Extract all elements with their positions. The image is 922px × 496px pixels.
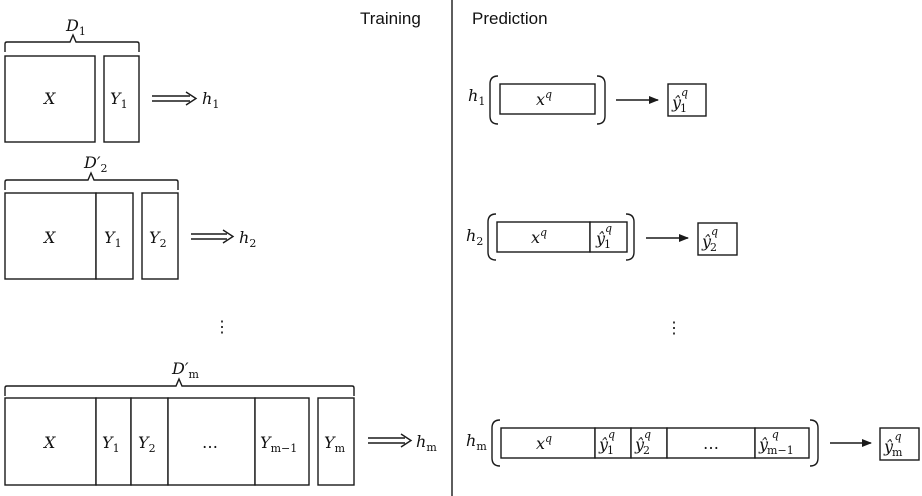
y2-label: Y2	[138, 433, 156, 455]
ym-block	[317, 397, 355, 486]
training-row-m: D′m X Y1 Y2 … Ym−1 Ym hm	[4, 359, 437, 486]
y1-block	[95, 397, 132, 486]
output-block	[667, 83, 707, 117]
double-arrow	[152, 91, 198, 106]
y2-block	[130, 397, 169, 486]
prediction-row-1: h1 xq ŷ1q	[468, 75, 707, 125]
xq-label: xq	[536, 432, 552, 453]
x-label: X	[42, 433, 56, 452]
x-block	[4, 397, 97, 486]
hypothesis-label: h1	[202, 89, 219, 111]
ellipsis-block	[666, 427, 756, 459]
double-arrow	[191, 229, 235, 244]
left-paren	[491, 419, 501, 467]
prediction-row-2: h2 xq ŷ1q ŷ2q	[466, 213, 738, 261]
ym-1-label: Ym−1	[260, 433, 297, 455]
prediction-row-m: hm xq ŷ1q ŷ2q … ŷm−1q ŷmq	[466, 419, 920, 467]
y1-label: Y1	[104, 228, 122, 250]
xq-label: xq	[531, 226, 547, 247]
ym-label: Ym	[324, 433, 346, 455]
output-block	[879, 427, 920, 461]
y2-block	[141, 192, 179, 280]
hypothesis-label: hm	[466, 431, 487, 453]
y1-block	[103, 55, 140, 143]
y1-block	[95, 192, 134, 280]
output-label: ŷ1q	[671, 86, 688, 115]
yhatm-1-block	[754, 427, 810, 459]
right-paren	[625, 213, 635, 261]
ellipsis-block	[167, 397, 256, 486]
xq-block	[499, 83, 596, 115]
continuation-dots: ⋮	[666, 318, 682, 337]
prediction-heading: Prediction	[472, 9, 548, 28]
left-paren	[489, 75, 499, 125]
brace-label-d2: D′2	[83, 153, 107, 175]
x-block	[4, 192, 97, 280]
brace-dm	[4, 377, 355, 396]
yhatm-1-label: ŷm−1q	[758, 428, 794, 457]
output-block	[697, 222, 738, 256]
yhat2-label: ŷ2q	[634, 428, 651, 457]
x-label: X	[42, 228, 56, 247]
hypothesis-label: hm	[416, 432, 437, 454]
brace-d2	[4, 171, 179, 190]
output-label: ŷ2q	[701, 225, 718, 254]
y1-label: Y1	[110, 89, 128, 111]
continuation-dots: ⋮	[214, 317, 230, 336]
ellipsis-label: …	[703, 434, 719, 453]
right-paren	[809, 419, 819, 467]
hypothesis-label: h1	[468, 86, 485, 108]
double-arrow	[368, 433, 413, 448]
y1-label: Y1	[102, 433, 120, 455]
brace-d1	[4, 33, 140, 52]
y2-label: Y2	[149, 228, 167, 250]
x-label: X	[42, 89, 56, 108]
output-label: ŷmq	[883, 430, 903, 459]
left-paren	[487, 213, 497, 261]
brace-label-d1: D1	[65, 16, 86, 38]
training-row-1: D1 X Y1 h1	[4, 16, 219, 143]
ellipsis-label: …	[202, 433, 218, 452]
hypothesis-label: h2	[466, 226, 483, 248]
yhat1-label: ŷ1q	[595, 222, 612, 251]
yhat1-label: ŷ1q	[598, 428, 615, 457]
hypothesis-label: h2	[239, 228, 256, 250]
xq-label: xq	[536, 88, 552, 109]
xq-block	[496, 221, 591, 253]
training-row-2: D′2 X Y1 Y2 h2	[4, 153, 256, 280]
right-paren	[596, 75, 606, 125]
yhat1-block	[589, 221, 628, 253]
brace-label-dm: D′m	[171, 359, 199, 381]
ym-1-block	[254, 397, 310, 486]
training-heading: Training	[360, 9, 421, 28]
x-block	[4, 55, 96, 143]
